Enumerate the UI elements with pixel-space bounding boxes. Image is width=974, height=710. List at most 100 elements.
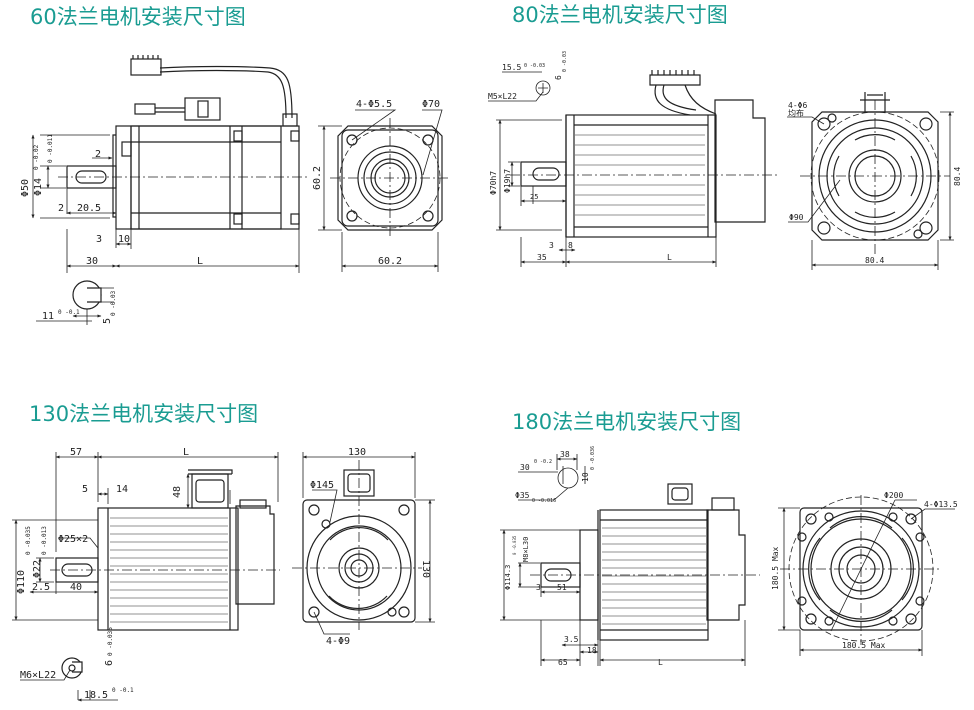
m60-key-h-tol: 0 -0.1 [58, 309, 80, 316]
motor-130-front [292, 452, 435, 635]
motor-130-labels: 57 L 5 14 48 Φ25×2 Φ110 0 -0.035 Φ22 0 -… [16, 447, 431, 701]
m180-key-h: 30 [520, 463, 530, 472]
m130-spigot: Φ110 [16, 570, 27, 594]
m130-dim-L: L [183, 447, 189, 458]
m60-shaft-tol: 0 -0.011 [47, 134, 54, 163]
motor-130-dims [12, 452, 279, 621]
m80-key-h-tol: 0 -0.03 [524, 63, 545, 69]
m180-dim-3: 3 [536, 583, 541, 592]
m180-dim-51: 51 [557, 583, 567, 592]
m130-dim-5: 5 [82, 484, 88, 495]
m130-key-w-tol: 0 -0.036 [107, 627, 114, 656]
m180-thread: M8×L30 [522, 537, 530, 562]
motor-60-front [318, 109, 450, 272]
motor-130-body [50, 469, 280, 631]
m80-width: 80.4 [865, 256, 884, 265]
motor-180-body [530, 483, 760, 641]
m130-dim-14: 14 [116, 484, 128, 495]
m80-dim-35: 35 [537, 253, 547, 262]
m130-dim-57: 57 [70, 447, 82, 458]
m130-shaft: Φ22 [32, 560, 43, 578]
m180-pcd: Φ200 [884, 491, 903, 500]
m130-dim-40: 40 [70, 582, 82, 593]
motor-80-body [510, 70, 780, 238]
m60-width: 60.2 [378, 256, 402, 267]
motor-60-labels: Φ14 0 -0.011 Φ50 0 -0.02 2 2 20.5 3 10 3… [20, 99, 440, 324]
m80-key-w-tol: 0 -0.03 [562, 51, 568, 72]
motor-180-labels: 38 30 0 -0.2 10 0 -0.036 Φ35 0 -0.016 M8… [504, 446, 958, 667]
motor-80-front [787, 92, 954, 270]
m60-pcd: Φ70 [422, 99, 440, 110]
m180-dim-38: 38 [560, 450, 570, 459]
m80-key-w: 6 [554, 75, 563, 80]
m80-height: 80.4 [953, 167, 962, 186]
m60-height: 60.2 [312, 166, 323, 190]
motor-60-body [58, 125, 308, 230]
m60-key-h: 11 [42, 311, 54, 322]
title-80: 80法兰电机安装尺寸图 [512, 3, 728, 27]
motor-60-drawing [31, 55, 450, 325]
m60-dim-2b: 2 [58, 203, 64, 214]
m130-pcd: Φ145 [310, 480, 334, 491]
motor-80-dims [488, 71, 717, 267]
motor-130-key-section [20, 657, 118, 702]
m180-dim-18: 18 [587, 646, 597, 655]
m180-shaft-tol: 0 -0.016 [532, 498, 556, 504]
m80-dim-8: 8 [568, 241, 573, 250]
m180-key-h-tol: 0 -0.2 [534, 459, 552, 465]
m60-shaft-dia: Φ14 [33, 178, 44, 196]
motor-180-front [778, 495, 955, 656]
m130-shaft-x: Φ25×2 [58, 534, 88, 545]
title-180: 180法兰电机安装尺寸图 [512, 410, 742, 434]
m80-dim-25: 25 [530, 193, 538, 201]
m180-key-w: 10 [581, 472, 590, 482]
m180-height: 180.5 Max [771, 546, 780, 590]
m80-spigot: Φ70h7 [489, 171, 498, 195]
m60-dim-2a: 2 [95, 149, 101, 160]
m80-dim-3: 3 [549, 241, 554, 250]
m180-holes: 4-Φ13.5 [924, 500, 958, 509]
motor-180-dims [500, 454, 746, 666]
m130-thread: M6×L22 [20, 670, 56, 681]
title-60: 60法兰电机安装尺寸图 [30, 5, 246, 29]
m180-spigot-tol: 0 -0.035 [512, 535, 517, 555]
m180-width: 180.5 Max [842, 641, 886, 650]
m130-key-h: 18.5 [84, 690, 108, 701]
motor-80-drawing [488, 70, 954, 270]
motor-60-key-section [36, 280, 114, 325]
m130-shaft-tol: 0 -0.013 [41, 526, 48, 555]
m60-spigot-dia: Φ50 [20, 179, 31, 197]
m80-key-h: 15.5 [502, 63, 521, 72]
title-130: 130法兰电机安装尺寸图 [29, 402, 259, 426]
m180-spigot: Φ114.3 [504, 565, 512, 590]
m60-dim-30: 30 [86, 256, 98, 267]
m130-width: 130 [348, 447, 366, 458]
m60-key-w-tol: 0 -0.03 [110, 290, 117, 316]
m80-thread: M5×L22 [488, 92, 517, 101]
m180-dim-L: L [658, 658, 663, 667]
motor-180-drawing [500, 454, 955, 666]
m80-dim-L: L [667, 253, 672, 262]
m80-shaft: Φ19h7 [503, 169, 512, 193]
m60-holes: 4-Φ5.5 [356, 99, 392, 110]
m180-dim-3-5: 3.5 [564, 635, 579, 644]
m60-spigot-tol: 0 -0.02 [33, 144, 40, 170]
m130-spigot-tol: 0 -0.035 [25, 526, 32, 555]
m80-pcd: Φ90 [789, 213, 804, 222]
m180-key-w-tol: 0 -0.036 [590, 446, 596, 470]
m130-holes: 4-Φ9 [326, 636, 350, 647]
m60-dim-L: L [197, 256, 203, 267]
m80-holes-b: 均布 [788, 108, 804, 118]
motor-60-dims [31, 134, 300, 273]
m130-key-h-tol: 0 -0.1 [112, 687, 134, 694]
m130-height: 130 [420, 560, 431, 578]
m80-holes-a: 4-Φ6 [788, 101, 807, 110]
m130-key-w: 6 [104, 660, 115, 666]
motor-80-labels: 15.5 0 -0.03 6 0 -0.03 M5×L22 Φ70h7 Φ19h… [488, 51, 962, 265]
m130-dim-2-5: 2.5 [32, 582, 50, 593]
m60-key-w: 5 [102, 318, 113, 324]
motor-130-drawing [12, 452, 435, 702]
m180-shaft: Φ35 [515, 491, 530, 500]
m60-dim-20-5: 20.5 [77, 203, 101, 214]
